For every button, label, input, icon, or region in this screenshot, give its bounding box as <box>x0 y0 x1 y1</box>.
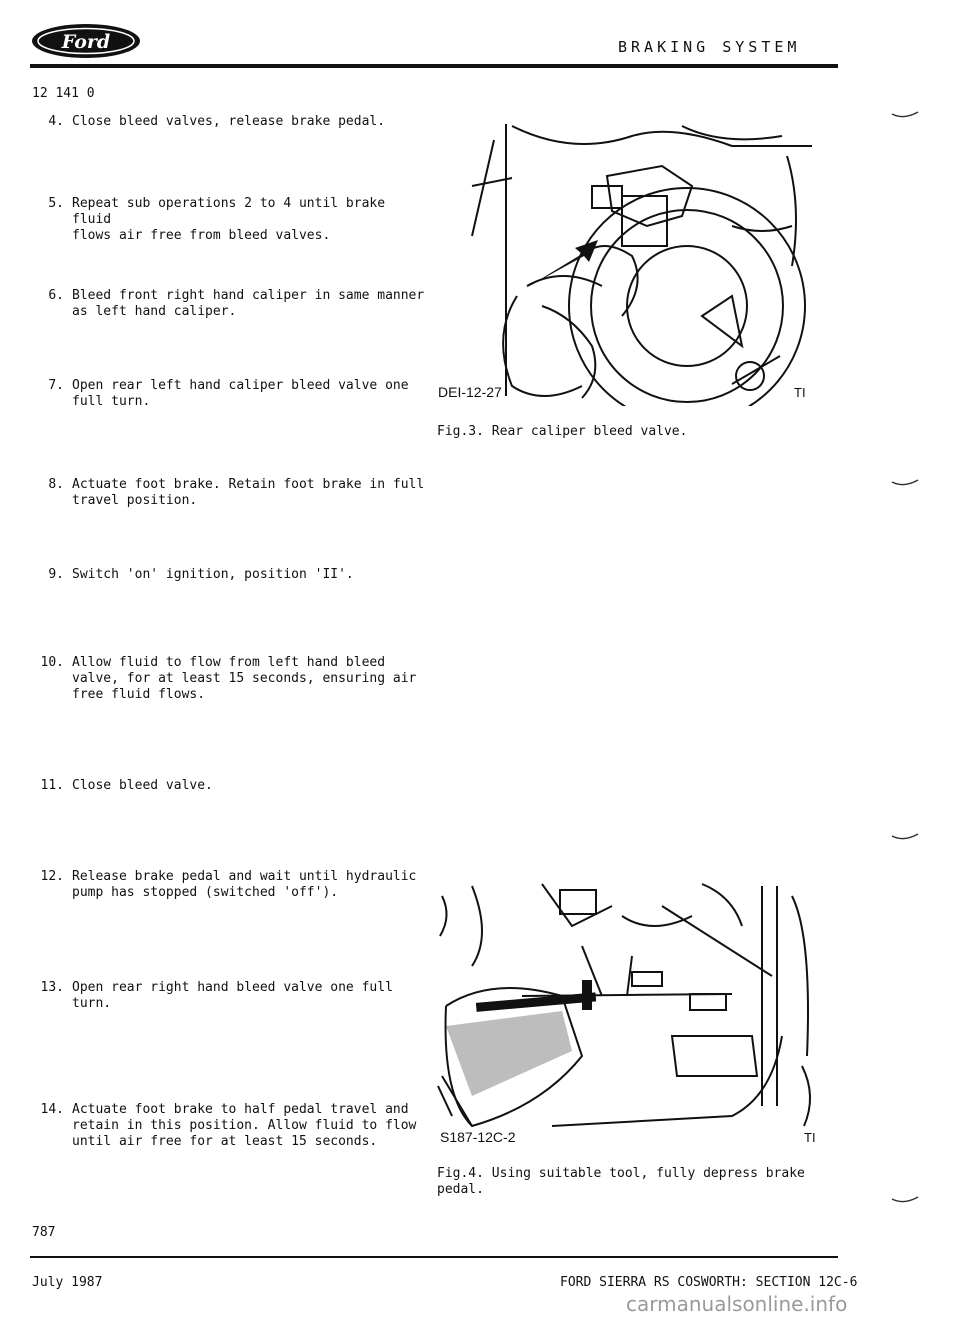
figure-3-mark: TI <box>794 385 806 400</box>
step-text: Bleed front right hand caliper in same m… <box>72 288 425 319</box>
section-footer: FORD SIERRA RS COSWORTH: SECTION 12C-6 <box>560 1275 858 1290</box>
operation-code: 12 141 0 <box>32 86 95 101</box>
step-number: 4. <box>48 114 64 129</box>
step-number: 9. <box>48 567 64 582</box>
margin-tick <box>891 479 919 486</box>
step-text: Actuate foot brake. Retain foot brake in… <box>72 477 425 508</box>
step-text: Release brake pedal and wait until hydra… <box>72 869 417 900</box>
step-number: 13. <box>40 980 64 995</box>
step-text: Repeat sub operations 2 to 4 until brake… <box>72 196 386 243</box>
step-text: Actuate foot brake to half pedal travel … <box>72 1102 417 1149</box>
figure-4-mark: TI <box>804 1130 816 1145</box>
tool-bar <box>475 992 597 1012</box>
step-number: 7. <box>48 378 64 393</box>
step-number: 8. <box>48 477 64 492</box>
step-text: Open rear left hand caliper bleed valve … <box>72 378 409 409</box>
figure-4-pedal-tool-illustration: S187-12C-2 TI <box>437 883 816 1145</box>
step-text: Close bleed valve. <box>72 778 213 793</box>
logo-text: Ford <box>61 31 110 53</box>
figure-4-caption: Fig.4. Using suitable tool, fully depres… <box>437 1166 805 1197</box>
margin-tick <box>891 1196 919 1203</box>
margin-tick <box>891 111 919 118</box>
step-text: Switch 'on' ignition, position 'II'. <box>72 567 354 582</box>
step-number: 12. <box>40 869 64 884</box>
figure-3-ref: DEI-12-27 <box>438 384 502 400</box>
step-text: Close bleed valves, release brake pedal. <box>72 114 386 129</box>
step-number: 10. <box>40 655 64 670</box>
bottom-rule <box>30 1256 838 1258</box>
margin-tick <box>891 833 919 840</box>
figure-3-caption: Fig.3. Rear caliper bleed valve. <box>437 424 688 439</box>
page-title: BRAKING SYSTEM <box>618 38 801 56</box>
arrow-icon <box>526 240 598 288</box>
watermark: carmanualsonline.info <box>626 1292 848 1316</box>
step-number: 11. <box>40 778 64 793</box>
publication-date: July 1987 <box>32 1275 103 1290</box>
step-number: 6. <box>48 288 64 303</box>
step-number: 5. <box>48 196 64 211</box>
top-rule <box>30 64 838 68</box>
step-text: Open rear right hand bleed valve one ful… <box>72 980 393 1011</box>
page-number: 787 <box>32 1225 56 1240</box>
figure-4-ref: S187-12C-2 <box>440 1129 516 1145</box>
figure-3-rear-caliper-illustration: DEI-12-27 TI <box>438 124 812 406</box>
step-number: 14. <box>40 1102 64 1117</box>
step-text: Allow fluid to flow from left hand bleed… <box>72 655 417 702</box>
ford-logo: Ford <box>32 24 140 58</box>
